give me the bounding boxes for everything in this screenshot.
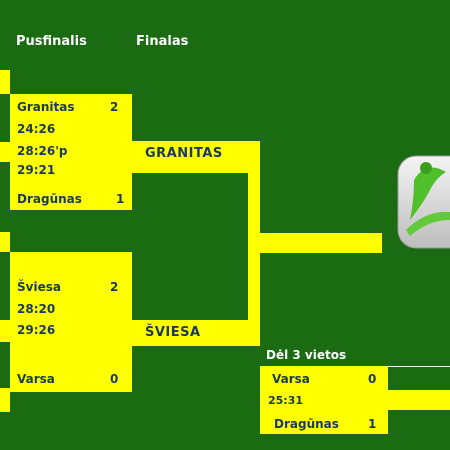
semifinal2-team1-name: Šviesa — [17, 280, 61, 294]
semifinal1-team2-name: Dragūnas — [17, 192, 82, 206]
semifinal1-box — [10, 94, 132, 142]
third-place-team1-name: Varsa — [272, 372, 310, 386]
semifinal1-box — [10, 162, 132, 210]
semifinal2-team1-score: 2 — [110, 280, 119, 294]
third-place-line — [388, 390, 450, 410]
third-place-team2-score: 1 — [368, 417, 377, 431]
third-place-box — [260, 366, 388, 434]
semifinal2-box — [0, 320, 132, 342]
semifinal2-team2-score: 0 — [110, 372, 119, 386]
third-place-set: 25:31 — [268, 394, 304, 407]
bracket-stub — [0, 232, 10, 252]
semifinal2-set: 28:20 — [17, 302, 56, 316]
semifinal2-team2-name: Varsa — [17, 372, 55, 386]
semifinal1-set: 24:26 — [17, 122, 56, 136]
semifinal1-set: 29:21 — [17, 163, 56, 177]
semifinal1-box — [0, 142, 132, 162]
semifinal2-box — [10, 342, 132, 392]
semifinal1-team2-score: 1 — [116, 192, 125, 206]
final-team2: ŠVIESA — [145, 325, 201, 340]
final-box — [132, 141, 260, 173]
third-place-divider — [388, 366, 450, 367]
semifinal1-team1-name: Granitas — [17, 100, 75, 114]
third-place-header: Dėl 3 vietos — [266, 348, 347, 362]
trophy-logo-icon — [396, 150, 450, 250]
semifinal-header: Pusfinalis — [16, 34, 87, 49]
final-team1: GRANITAS — [145, 146, 223, 161]
bracket-stub — [0, 388, 10, 412]
semifinal1-set: 28:26'p — [17, 144, 68, 158]
bracket-stub — [0, 70, 10, 94]
semifinal2-set: 29:26 — [17, 323, 56, 337]
semifinal1-team1-score: 2 — [110, 100, 119, 114]
semifinal2-box — [10, 252, 132, 320]
final-connector — [248, 141, 260, 346]
final-box — [132, 320, 260, 346]
winner-line — [260, 233, 382, 253]
third-place-team1-score: 0 — [368, 372, 377, 386]
third-place-team2-name: Dragūnas — [274, 417, 339, 431]
final-header: Finalas — [136, 34, 189, 49]
